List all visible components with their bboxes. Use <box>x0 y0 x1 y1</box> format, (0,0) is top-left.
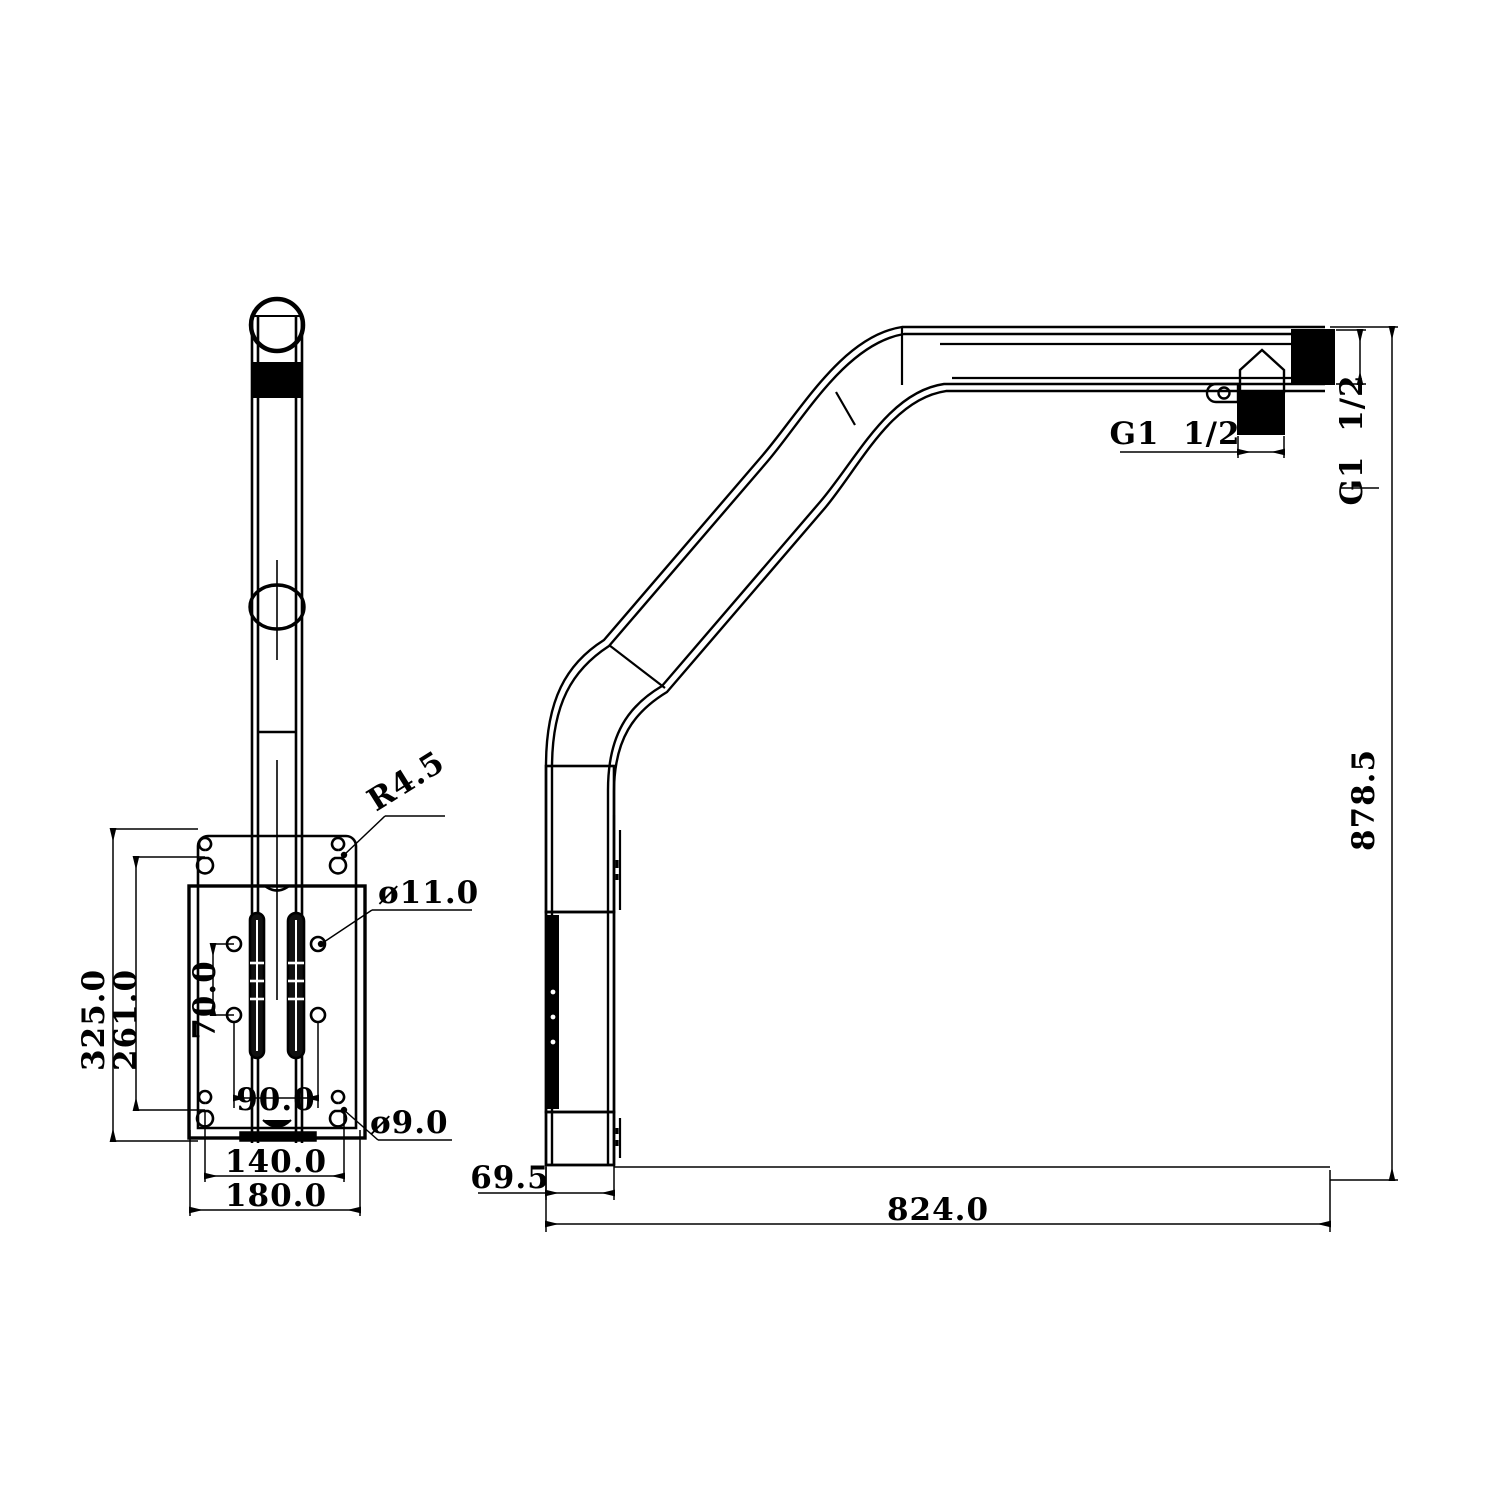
bend-section-lines <box>608 327 904 689</box>
dim-overall-length: 824.0 <box>887 1192 989 1228</box>
gooseneck-inner-wall-2 <box>612 389 1325 1165</box>
bracket-bolt-holes <box>225 935 327 1024</box>
side-post-cable-strip <box>547 915 559 1109</box>
dim-base-depth: 69.5 <box>470 1160 550 1196</box>
front-view-geometry <box>187 296 367 1143</box>
plate-slot-right <box>286 911 306 1060</box>
callout-large-hole-diameter: ø11.0 <box>378 875 479 911</box>
thread-block-g1-bottom <box>1237 391 1285 435</box>
dim-inner-width: 90.0 <box>236 1082 316 1118</box>
gooseneck-outer-profile <box>544 325 1325 1165</box>
bracket-bottom-bump <box>262 1119 292 1128</box>
callout-thread-bottom: G1 1/2 <box>1109 416 1240 452</box>
plate-slot-left <box>248 911 266 1060</box>
dim-overall-height: 878.5 <box>1346 749 1382 851</box>
gooseneck-inner-wall <box>606 382 1325 1165</box>
dim-slot-length: 70.0 <box>187 960 223 1040</box>
arm-end-cap <box>1291 329 1335 385</box>
side-view-geometry <box>544 325 1335 1167</box>
arm-horizontal-section <box>940 342 1325 380</box>
dim-hole-spacing-horizontal: 140.0 <box>225 1144 327 1180</box>
fitting-bolt-tab <box>1205 382 1240 404</box>
gooseneck-inner-profile <box>550 332 1325 1165</box>
dim-plate-height-overall: 325.0 <box>76 969 112 1071</box>
callout-small-hole-diameter: ø9.0 <box>370 1105 449 1141</box>
thread-fitting-pentagon <box>1238 348 1286 394</box>
side-view-dimensions <box>478 326 1398 1232</box>
bracket-top-bump <box>264 884 290 892</box>
dim-plate-width: 180.0 <box>225 1178 327 1214</box>
callout-corner-radius: R4.5 <box>361 744 451 819</box>
front-view-dimensions <box>109 815 472 1216</box>
dim-plate-hole-spacing-vertical: 261.0 <box>108 969 144 1071</box>
bracket-foot <box>239 1131 317 1142</box>
side-post-cable-dots <box>550 989 556 1045</box>
callout-thread-end: G1 1/2 <box>1334 374 1370 505</box>
